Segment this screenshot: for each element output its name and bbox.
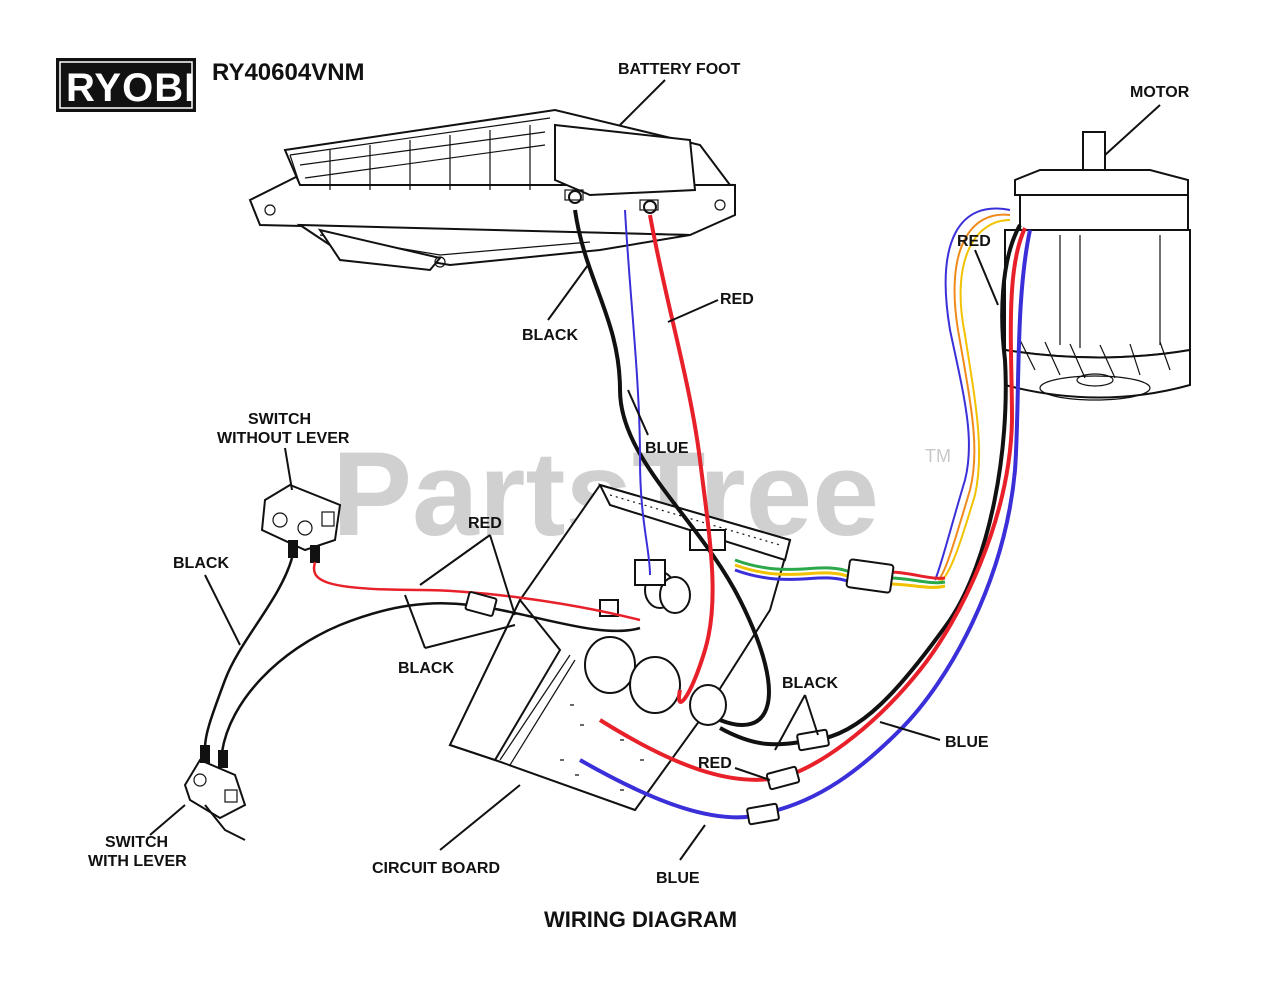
label-switch-with-lever-2: WITH LEVER <box>88 853 187 870</box>
label-motor: MOTOR <box>1130 84 1190 101</box>
label-black-switch-lower: BLACK <box>398 660 454 677</box>
labels: BATTERY FOOT MOTOR RED RED BLACK BLUE SW… <box>88 61 1190 932</box>
label-switch-without-lever-1: SWITCH <box>248 411 311 428</box>
circuit-board <box>448 483 792 812</box>
battery-foot <box>248 108 736 272</box>
label-circuit-board: CIRCUIT BOARD <box>372 860 500 877</box>
switch-without-lever <box>260 483 342 563</box>
diagram-title: WIRING DIAGRAM <box>544 907 737 932</box>
label-switch-with-lever-1: SWITCH <box>105 834 168 851</box>
label-red-switch: RED <box>468 515 502 532</box>
label-blue-board: BLUE <box>656 870 700 887</box>
label-red-board: RED <box>698 755 732 772</box>
label-switch-without-lever-2: WITHOUT LEVER <box>217 430 350 447</box>
label-red-motor: RED <box>957 233 991 250</box>
wires-motor <box>579 207 1032 826</box>
model-number: RY40604VNM <box>212 59 365 86</box>
ryobi-logo: RYOBI <box>56 58 196 112</box>
label-black-battery: BLACK <box>522 327 578 344</box>
logo-text: RYOBI <box>66 66 196 110</box>
label-blue-motor: BLUE <box>945 734 989 751</box>
watermark-tm: TM <box>925 446 951 466</box>
label-battery-foot: BATTERY FOOT <box>618 61 741 78</box>
wires-battery <box>573 209 771 727</box>
label-red-battery: RED <box>720 291 754 308</box>
leader-lines <box>149 79 1161 861</box>
label-black-motor: BLACK <box>782 675 838 692</box>
switch-with-lever <box>183 745 247 841</box>
label-blue-battery: BLUE <box>645 440 689 457</box>
motor <box>1004 131 1191 401</box>
label-black-switch: BLACK <box>173 555 229 572</box>
